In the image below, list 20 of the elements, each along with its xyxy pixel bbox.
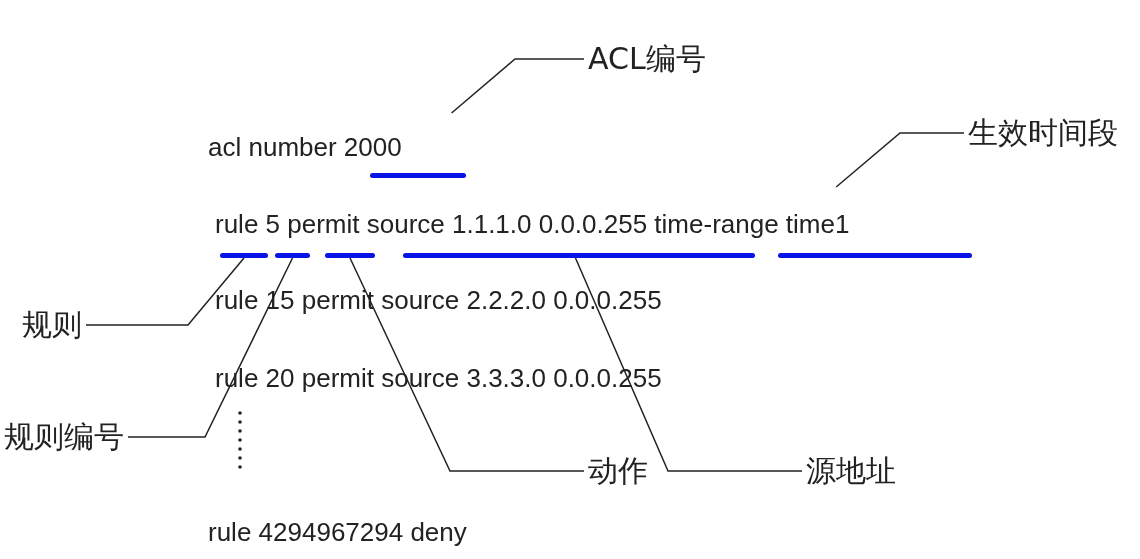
leader-line xyxy=(127,257,294,438)
leader-line xyxy=(85,257,245,326)
code-line: acl number 2000 xyxy=(208,134,402,160)
callout-label: 规则编号 xyxy=(4,422,124,452)
callout-label: 源地址 xyxy=(806,456,896,486)
leader-line xyxy=(450,58,585,114)
callout-label: 规则 xyxy=(22,310,82,340)
underline-bar xyxy=(220,253,268,258)
leader-line xyxy=(574,257,803,472)
callout-label: 动作 xyxy=(588,456,648,486)
callout-label: ACL编号 xyxy=(588,44,706,74)
leader-line xyxy=(835,132,965,188)
code-line: rule 4294967294 deny xyxy=(208,519,467,545)
code-line: rule 5 permit source 1.1.1.0 0.0.0.255 time-range time1 xyxy=(215,211,850,237)
underline-bar xyxy=(275,253,310,258)
callout-label: 生效时间段 xyxy=(968,118,1118,148)
underline-bar xyxy=(370,173,466,178)
underline-bar xyxy=(403,253,755,258)
underline-bar xyxy=(778,253,972,258)
underline-bar xyxy=(325,253,375,258)
